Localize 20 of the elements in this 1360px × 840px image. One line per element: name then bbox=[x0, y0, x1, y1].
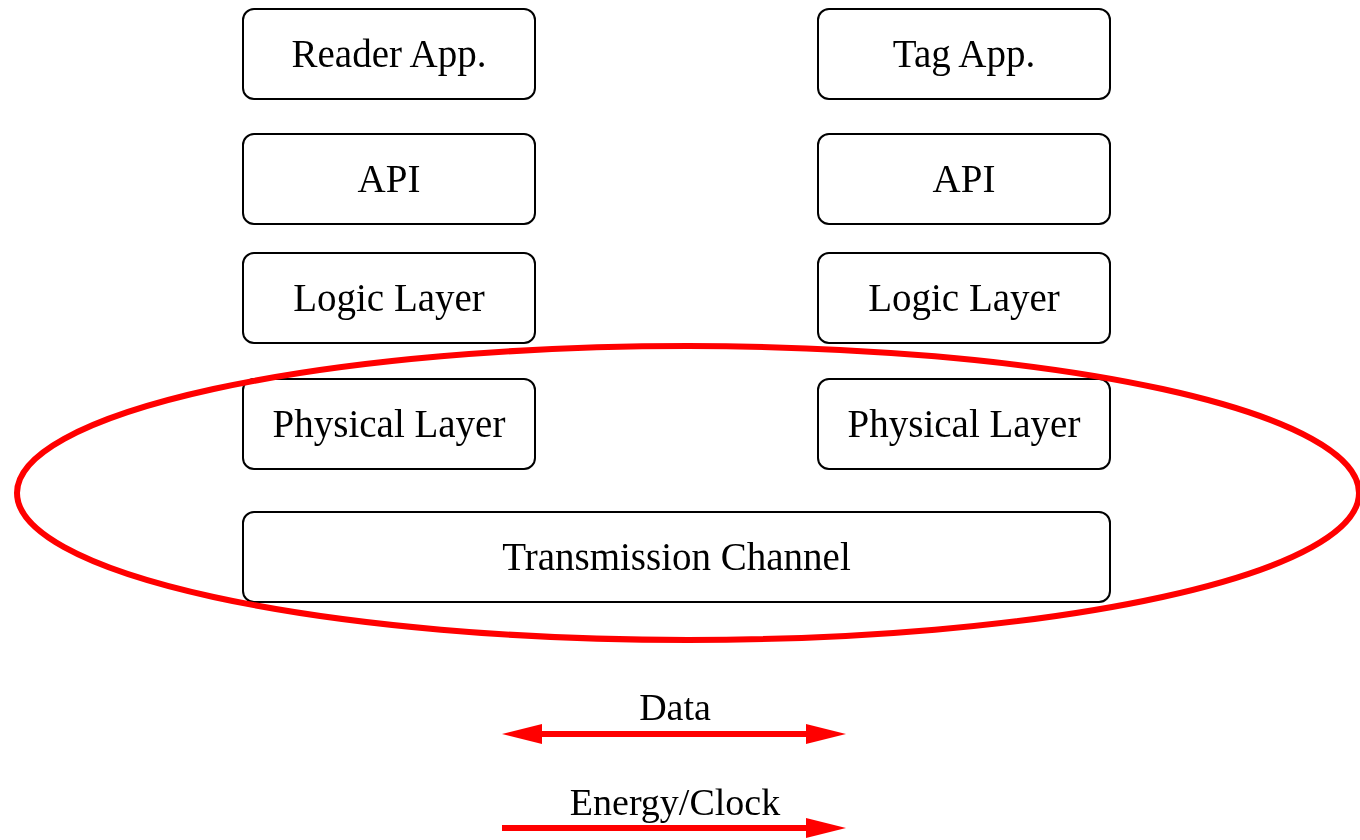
layer-box bbox=[242, 378, 536, 470]
layer-label: Transmission Channel bbox=[502, 533, 851, 580]
layer-box bbox=[817, 8, 1111, 100]
layer-label: API bbox=[357, 155, 421, 202]
layer-label: Logic Layer bbox=[868, 274, 1060, 322]
layer-label: Reader App. bbox=[291, 30, 487, 78]
layer-label: Physical Layer bbox=[272, 400, 506, 448]
layer-box bbox=[242, 8, 536, 100]
layer-label: Tag App. bbox=[892, 30, 1036, 78]
layer-box bbox=[817, 252, 1111, 344]
layer-box bbox=[242, 511, 1111, 603]
layer-label: Logic Layer bbox=[293, 274, 485, 322]
layer-box bbox=[817, 133, 1111, 225]
layer-box bbox=[817, 378, 1111, 470]
layer-box bbox=[242, 252, 536, 344]
layer-label: API bbox=[932, 155, 996, 202]
layer-label: Physical Layer bbox=[847, 400, 1081, 448]
legend-label: Energy/Clock bbox=[569, 783, 781, 821]
legend-label: Data bbox=[639, 688, 711, 726]
layer-box bbox=[242, 133, 536, 225]
